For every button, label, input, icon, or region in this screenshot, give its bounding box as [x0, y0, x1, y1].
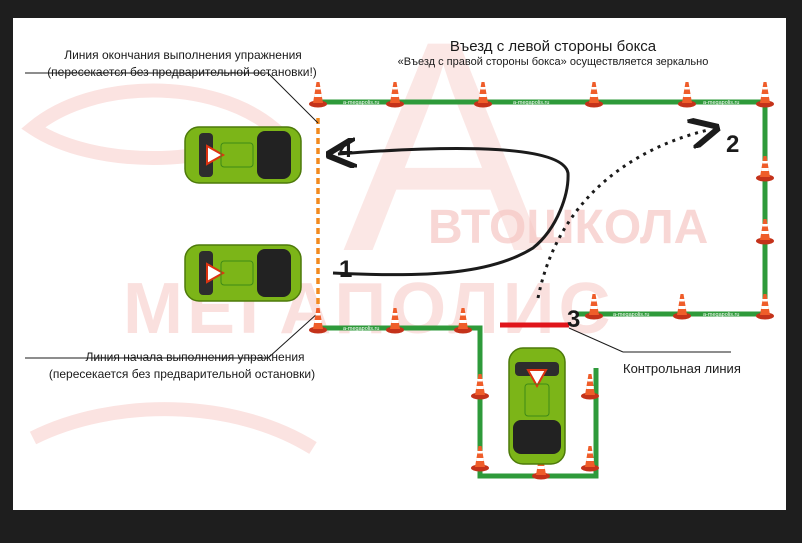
diagram-canvas: А ВТОШКОЛА МЕГАПОЛИС a-megapolis.ru a-me… [13, 18, 786, 510]
cone-icon [756, 82, 774, 108]
svg-text:a-megapolis.ru: a-megapolis.ru [703, 100, 739, 106]
car-box-icon [508, 347, 566, 465]
cone-icon [471, 374, 489, 400]
cone-icon [678, 82, 696, 108]
svg-text:a-megapolis.ru: a-megapolis.ru [343, 100, 379, 106]
marker-4: 4 [339, 136, 353, 163]
end-line-label: Линия окончания выполнения упражнения [64, 48, 302, 62]
svg-text:a-megapolis.ru: a-megapolis.ru [343, 326, 379, 332]
marker-1: 1 [339, 256, 353, 283]
diagram-title: Въезд с левой стороны бокса [449, 38, 657, 55]
control-line-label: Контрольная линия [623, 361, 741, 376]
track-site-labels: a-megapolis.ru a-megapolis.ru a-megapoli… [343, 100, 739, 332]
car-start-icon [184, 244, 302, 302]
svg-text:a-megapolis.ru: a-megapolis.ru [703, 312, 739, 318]
watermark-letter: А [343, 18, 545, 314]
svg-text:a-megapolis.ru: a-megapolis.ru [513, 100, 549, 106]
cone-icon [756, 219, 774, 245]
track-boundary [318, 99, 768, 479]
cone-icon [756, 294, 774, 320]
marker-2: 2 [726, 131, 740, 158]
cone-icon [585, 82, 603, 108]
watermark-school: ВТОШКОЛА [428, 201, 708, 254]
watermark: А ВТОШКОЛА МЕГАПОЛИС [21, 18, 708, 454]
cone-icon [673, 294, 691, 320]
diagram-subtitle: «Въезд с правой стороны бокса» осуществл… [397, 56, 709, 68]
start-line-label: Линия начала выполнения упражнения [85, 350, 305, 364]
end-line-note: (пересекается без предварительной остано… [47, 65, 317, 79]
start-line-note: (пересекается без предварительной остано… [48, 367, 316, 381]
trajectory-solid-arrow [333, 148, 570, 277]
cone-icon [309, 82, 327, 108]
leader-lines [25, 72, 731, 359]
cone-icon [756, 156, 774, 182]
parking-diagram: А ВТОШКОЛА МЕГАПОЛИС a-megapolis.ru a-me… [21, 18, 774, 480]
svg-text:a-megapolis.ru: a-megapolis.ru [613, 312, 649, 318]
cone-icon [471, 446, 489, 472]
car-parked-icon [184, 126, 302, 184]
marker-3: 3 [567, 306, 581, 333]
